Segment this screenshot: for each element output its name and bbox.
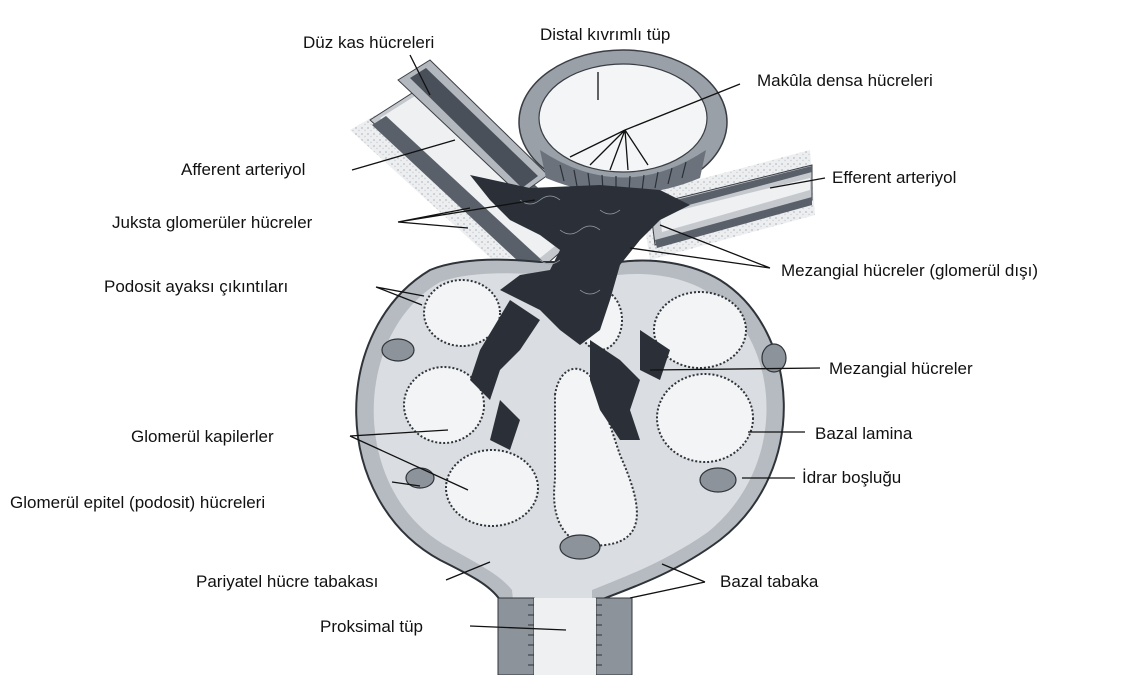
label-mezangial-disi: Mezangial hücreler (glomerül dışı) bbox=[781, 261, 1038, 280]
label-pariyatel: Pariyatel hücre tabakası bbox=[196, 572, 378, 591]
label-mezangial: Mezangial hücreler bbox=[829, 359, 973, 378]
label-duz-kas: Düz kas hücreleri bbox=[303, 33, 434, 52]
proximal-tubule bbox=[498, 598, 632, 675]
label-bazal-lamina: Bazal lamina bbox=[815, 424, 913, 443]
label-idrar: İdrar boşluğu bbox=[802, 468, 901, 487]
label-makula: Makûla densa hücreleri bbox=[757, 71, 933, 90]
label-distal: Distal kıvrımlı tüp bbox=[540, 25, 670, 44]
label-efferent: Efferent arteriyol bbox=[832, 168, 956, 187]
label-proksimal: Proksimal tüp bbox=[320, 617, 423, 636]
label-bazal-tabaka: Bazal tabaka bbox=[720, 572, 819, 591]
label-podosit-ayak: Podosit ayaksı çıkıntıları bbox=[104, 277, 288, 296]
label-glom-kapiller: Glomerül kapilerler bbox=[131, 427, 274, 446]
label-afferent: Afferent arteriyol bbox=[181, 160, 305, 179]
label-glom-epitel: Glomerül epitel (podosit) hücreleri bbox=[10, 493, 265, 512]
label-juksta: Juksta glomerüler hücreler bbox=[112, 213, 313, 232]
distal-convoluted-tubule bbox=[519, 50, 727, 194]
